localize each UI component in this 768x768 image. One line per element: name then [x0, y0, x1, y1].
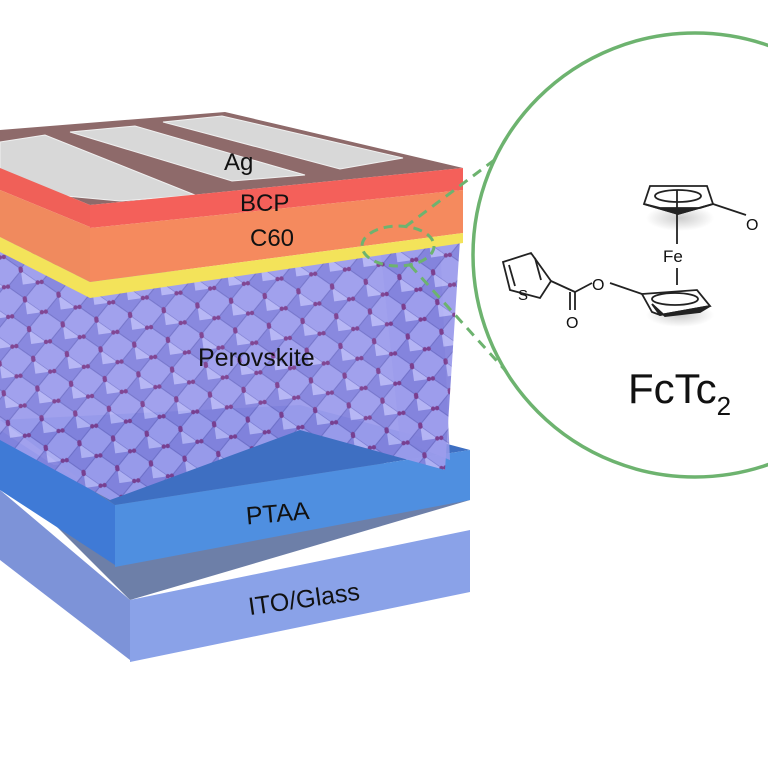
buffer-layer — [90, 233, 463, 298]
atom-o-top: O — [746, 217, 758, 234]
label-ptaa: PTAA — [245, 497, 311, 530]
top-stack — [0, 112, 463, 298]
atom-fe: Fe — [663, 247, 683, 266]
atom-o-carbonyl: O — [566, 315, 578, 332]
callout — [360, 31, 768, 479]
callout-line-bottom — [408, 263, 507, 372]
molecule-name-subscript: 2 — [717, 391, 731, 421]
bcp-layer — [90, 168, 463, 228]
callout-ellipse — [360, 224, 436, 268]
label-bcp: BCP — [240, 190, 289, 217]
ag-finger — [0, 134, 196, 202]
atom-o-ester: O — [592, 277, 604, 294]
perovskite-layer — [0, 230, 460, 500]
ag-finger — [162, 115, 404, 170]
callout-circle — [471, 31, 768, 479]
ag-finger — [69, 125, 306, 182]
label-ag: Ag — [224, 149, 253, 176]
molecule-name: FcTc2 — [628, 365, 731, 421]
c60-layer — [90, 190, 463, 282]
atom-s: S — [518, 287, 528, 304]
label-c60: C60 — [250, 225, 294, 252]
molecule-name-main: FcTc — [628, 365, 717, 412]
label-perovskite: Perovskite — [198, 344, 315, 372]
molecule-atoms: Fe S O O O — [518, 217, 758, 332]
fctc2-structure — [501, 185, 747, 327]
